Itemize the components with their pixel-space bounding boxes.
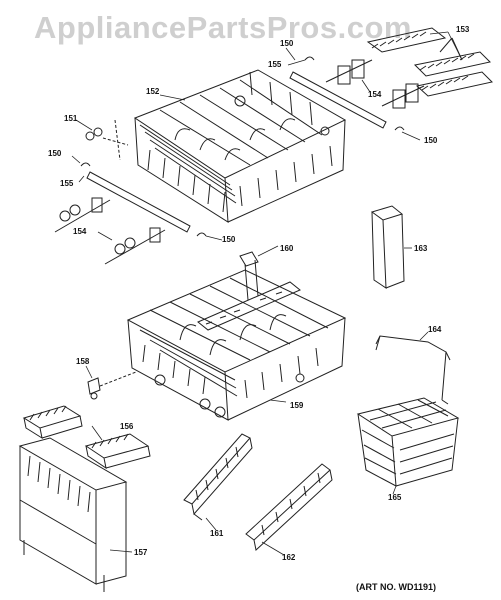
callout-150: 150	[48, 149, 62, 158]
shelf-161	[184, 434, 252, 520]
callout-152: 152	[146, 87, 160, 96]
callout-154: 154	[73, 227, 87, 236]
callout-163: 163	[414, 244, 428, 253]
tine-row-153	[368, 28, 492, 96]
clip-158	[88, 372, 136, 399]
callout-155: 155	[60, 179, 74, 188]
callout-160: 160	[280, 244, 294, 253]
shelf-162	[246, 464, 332, 550]
callout-159: 159	[290, 401, 304, 410]
callout-151: 151	[64, 114, 78, 123]
callout-150: 150	[424, 136, 438, 145]
tall-basket-163	[372, 206, 404, 288]
callout-153: 153	[456, 25, 470, 34]
callout-150: 150	[222, 235, 236, 244]
callout-164: 164	[428, 325, 442, 334]
callout-161: 161	[210, 529, 224, 538]
callout-155: 155	[268, 60, 282, 69]
clips	[81, 57, 404, 236]
spray-arm-160	[198, 252, 300, 330]
folding-tine-frame-157	[20, 438, 126, 592]
tine-section-156	[24, 406, 150, 468]
callout-157: 157	[134, 548, 148, 557]
callout-154: 154	[368, 90, 382, 99]
handle-164	[376, 336, 450, 404]
callout-162: 162	[282, 553, 296, 562]
lower-rack-159	[128, 270, 345, 420]
rack-rail-upper	[87, 72, 386, 232]
callout-150: 150	[280, 39, 294, 48]
roller-assembly-154	[55, 60, 424, 264]
callout-165: 165	[388, 493, 402, 502]
watermark: AppliancePartsPros.com	[34, 10, 412, 45]
callout-156: 156	[120, 422, 134, 431]
leader-lines	[72, 32, 462, 555]
callout-158: 158	[76, 357, 90, 366]
art-number: (ART NO. WD1191)	[356, 582, 437, 592]
silverware-basket-165	[358, 398, 458, 486]
upper-rack-152	[135, 70, 345, 222]
